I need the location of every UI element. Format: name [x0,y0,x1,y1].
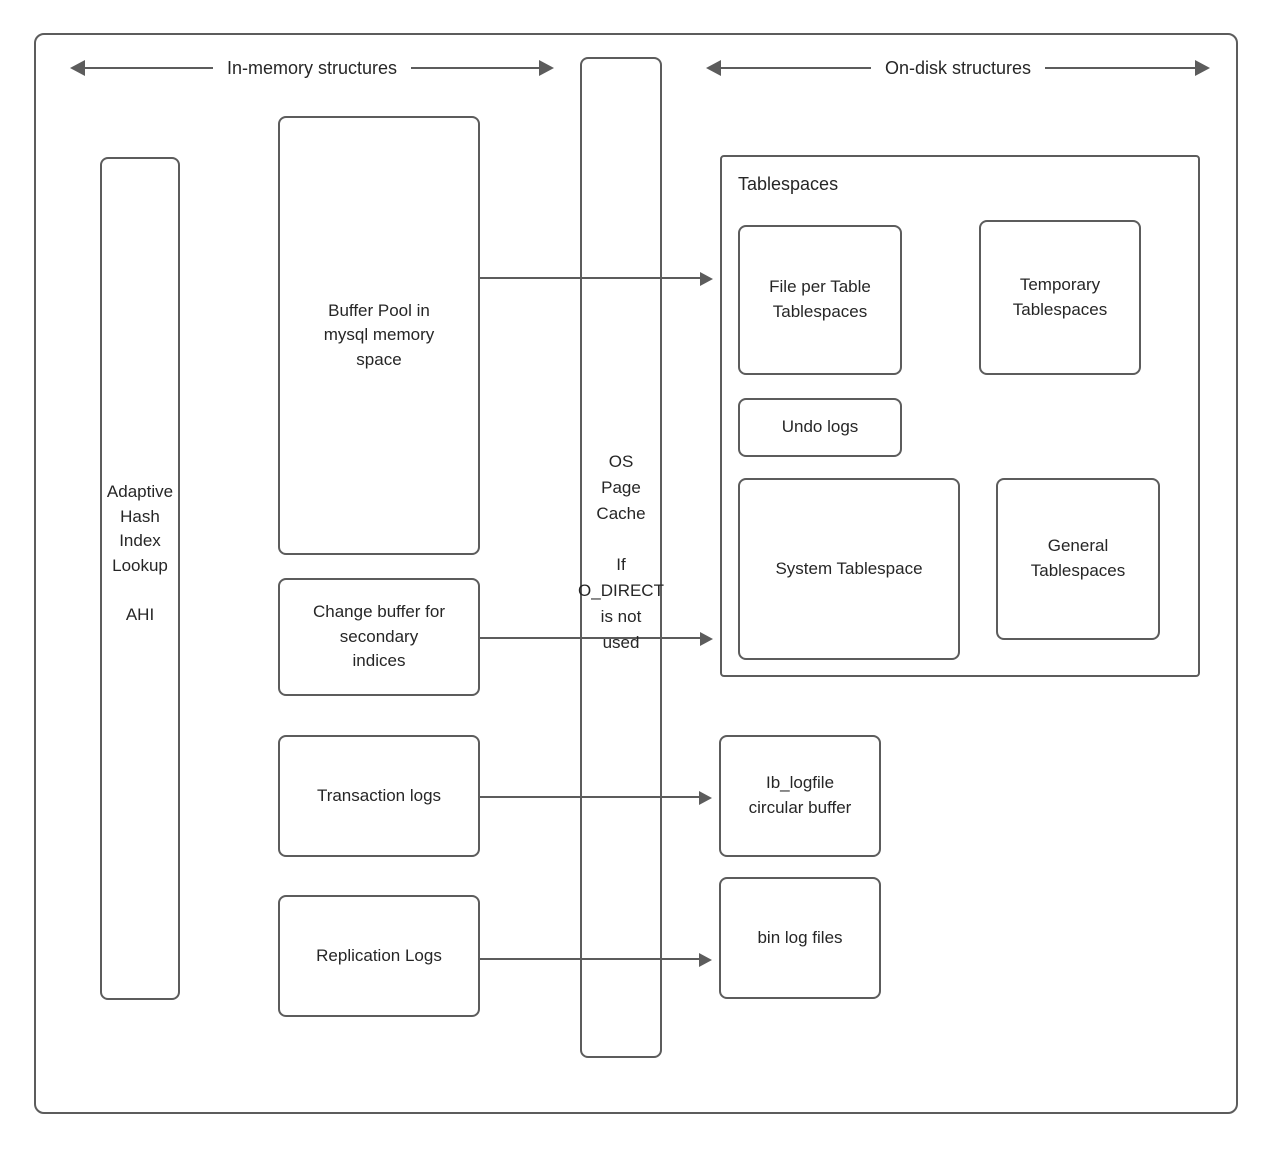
node-adaptive-hash-index-label: Adaptive Hash Index Lookup AHI [106,482,174,625]
node-system-tablespace[interactable]: System Tablespace [738,478,960,660]
node-buffer-pool[interactable]: Buffer Pool in mysql memory space [278,116,480,555]
group-tablespaces-title: Tablespaces [738,174,839,194]
header-on-disk-structures: On-disk structures [706,55,1211,81]
connector-replication-logs-to-bin-log [480,958,701,960]
arrow-line [411,67,540,69]
node-temporary-tablespaces[interactable]: Temporary Tablespaces [979,220,1141,375]
arrow-left-icon [706,60,721,76]
arrow-line [1045,67,1196,69]
node-undo-logs[interactable]: Undo logs [738,398,902,457]
connector-arrowhead-icon [700,632,713,646]
arrow-right-icon [539,60,555,76]
arrow-line [85,67,213,69]
node-os-page-cache[interactable] [580,57,662,1058]
connector-arrowhead-icon [700,272,713,286]
arrow-left-icon [70,60,85,76]
connector-change-buffer-to-system-tablespace [480,637,702,639]
node-change-buffer[interactable]: Change buffer for secondary indices [278,578,480,696]
arrow-line [721,67,871,69]
group-tablespaces [720,155,1200,677]
node-transaction-logs[interactable]: Transaction logs [278,735,480,857]
header-left-label: In-memory structures [226,57,398,78]
connector-arrowhead-icon [699,953,712,967]
header-in-memory-structures: In-memory structures [70,55,555,81]
node-adaptive-hash-index[interactable] [100,157,180,1000]
node-general-tablespaces[interactable]: General Tablespaces [996,478,1160,640]
node-ib-logfile[interactable]: Ib_logfile circular buffer [719,735,881,857]
node-bin-log-files[interactable]: bin log files [719,877,881,999]
node-replication-logs[interactable]: Replication Logs [278,895,480,1017]
connector-arrowhead-icon [699,791,712,805]
node-os-page-cache-label: OS Page Cache If O_DIRECT is not used [578,452,664,652]
node-file-per-table-tablespaces[interactable]: File per Table Tablespaces [738,225,902,375]
arrow-right-icon [1195,60,1211,76]
connector-buffer-pool-to-tablespaces [480,277,702,279]
header-right-label: On-disk structures [884,57,1032,78]
connector-transaction-logs-to-ib-logfile [480,796,701,798]
